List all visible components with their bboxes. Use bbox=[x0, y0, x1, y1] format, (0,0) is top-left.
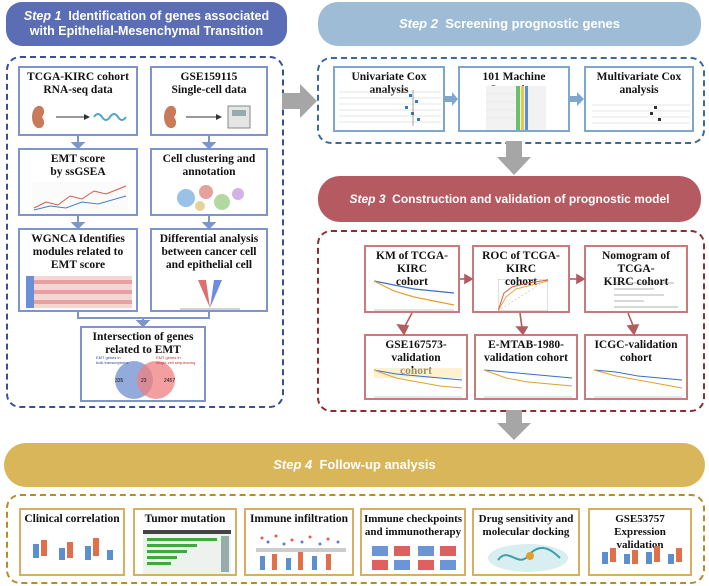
card-icgc: ICGC-validation cohort bbox=[584, 334, 688, 400]
card-gse159115: GSE159115 Single-cell data bbox=[150, 66, 268, 136]
card-cell-clustering-title: Cell clustering and annotation bbox=[162, 153, 256, 178]
venn-left-count: 335 bbox=[115, 378, 124, 384]
card-immune-checkpoints-title: Immune checkpoints and immunotherapy bbox=[363, 513, 463, 538]
venn-right-label: EMT genes in single-cell sequencing bbox=[156, 355, 196, 365]
nomogram-thumbnail bbox=[614, 282, 678, 308]
card-differential-analysis-title: Differential analysis between cancer cel… bbox=[159, 233, 259, 271]
step3-label: Step 3 bbox=[349, 192, 386, 206]
card-wgcna-title: WGNCA Identifies modules related to EMT … bbox=[31, 233, 125, 271]
card-univariate-cox-title: Univariate Cox analysis bbox=[351, 71, 427, 96]
card-drug-sensitivity-title: Drug sensitivity and molecular docking bbox=[478, 513, 574, 538]
checkpoint-thumbnail bbox=[372, 546, 456, 570]
card-drug-sensitivity: Drug sensitivity and molecular docking bbox=[472, 508, 580, 576]
kidney-to-sequencer-icon bbox=[164, 105, 251, 129]
gse167573-km-thumbnail bbox=[374, 368, 462, 398]
card-nomogram-tcga: Nomogram of TCGA- KIRC cohort bbox=[584, 245, 688, 313]
expression-boxplot-thumbnail bbox=[602, 546, 682, 564]
venn-overlap-count: 23 bbox=[141, 378, 147, 384]
kidney-to-rna-icon bbox=[32, 105, 127, 129]
arrow-step1-to-step2 bbox=[282, 84, 317, 118]
card-icgc-title: ICGC-validation cohort bbox=[594, 339, 678, 364]
step2-title: Screening prognostic genes bbox=[445, 16, 621, 31]
card-wgcna: WGNCA Identifies modules related to EMT … bbox=[18, 228, 138, 312]
step3-title: Construction and validation of prognosti… bbox=[392, 192, 670, 206]
card-multivariate-cox-title: Multivariate Cox analysis bbox=[596, 71, 682, 96]
roc-curve-thumbnail bbox=[498, 279, 548, 311]
card-differential-analysis: Differential analysis between cancer cel… bbox=[150, 228, 268, 312]
card-nomogram-tcga-title: Nomogram of TCGA- KIRC cohort bbox=[601, 250, 671, 288]
forest-plot-thumbnail bbox=[339, 90, 441, 126]
emtab1980-km-thumbnail bbox=[484, 369, 572, 398]
card-roc-tcga: ROC of TCGA-KIRC cohort bbox=[472, 245, 570, 313]
ssgsea-plot-thumbnail bbox=[32, 182, 128, 214]
molecular-docking-thumbnail bbox=[488, 544, 568, 572]
icgc-km-thumbnail bbox=[594, 369, 682, 398]
card-cell-clustering: Cell clustering and annotation bbox=[150, 148, 268, 216]
card-tcga-rnaseq: TCGA-KIRC cohort RNA-seq data bbox=[18, 66, 138, 136]
card-immune-checkpoints: Immune checkpoints and immunotherapy bbox=[360, 508, 466, 576]
oncoplot-thumbnail bbox=[143, 530, 231, 574]
card-emt-score-title: EMT score by ssGSEA bbox=[50, 153, 106, 178]
card-gse53757-title: GSE53757 Expression validation bbox=[614, 513, 666, 551]
card-immune-infiltration-title: Immune infiltration bbox=[249, 513, 349, 525]
step2-label: Step 2 bbox=[398, 16, 438, 31]
step3-banner: Step 3 Construction and validation of pr… bbox=[318, 176, 701, 222]
step4-title: Follow-up analysis bbox=[319, 457, 436, 472]
card-emt-score: EMT score by ssGSEA bbox=[18, 148, 138, 216]
card-km-tcga: KM of TCGA-KIRC cohort bbox=[364, 245, 460, 313]
venn-diagram bbox=[115, 361, 175, 399]
step4-label: Step 4 bbox=[273, 457, 313, 472]
card-multivariate-cox: Multivariate Cox analysis bbox=[584, 66, 694, 132]
step1-frame bbox=[6, 56, 284, 408]
ml-heatmap-thumbnail bbox=[486, 86, 546, 130]
card-emtab1980-title: E-MTAB-1980- validation cohort bbox=[483, 339, 568, 364]
immune-infiltration-thumbnail bbox=[256, 534, 346, 570]
card-emtab1980: E-MTAB-1980- validation cohort bbox=[474, 334, 578, 400]
card-gse167573: GSE167573-validation cohort bbox=[364, 334, 468, 400]
venn-left-label: EMT genes in bulk transcriptome bbox=[96, 355, 129, 365]
step1-title-line2: with Epithelial-Mesenchymal Transition bbox=[29, 24, 264, 38]
card-101-machine-learning: 101 Machine Learning bbox=[458, 66, 570, 132]
step4-banner: Step 4 Follow-up analysis bbox=[4, 443, 705, 487]
card-gse53757: GSE53757 Expression validation bbox=[588, 508, 692, 576]
step2-banner: Step 2 Screening prognostic genes bbox=[318, 2, 701, 46]
step4-frame bbox=[6, 494, 705, 584]
km-curve-thumbnail bbox=[374, 280, 454, 311]
umap-thumbnail bbox=[177, 185, 244, 211]
card-intersection: Intersection of genes related to EMT EMT… bbox=[80, 326, 206, 402]
wgcna-heatmap-thumbnail bbox=[26, 276, 132, 308]
arrow-step2-to-step3 bbox=[497, 141, 531, 175]
venn-right-count: 2457 bbox=[164, 378, 176, 384]
card-tumor-mutation: Tumor mutation bbox=[133, 508, 237, 576]
step1-title-line1: Identification of genes associated bbox=[68, 9, 270, 23]
boxplot-thumbnail bbox=[33, 538, 113, 560]
card-roc-tcga-title: ROC of TCGA-KIRC cohort bbox=[482, 250, 560, 288]
card-immune-infiltration: Immune infiltration bbox=[244, 508, 354, 576]
step1-label: Step 1 bbox=[23, 9, 62, 23]
card-intersection-title: Intersection of genes related to EMT bbox=[92, 331, 194, 356]
card-km-tcga-title: KM of TCGA-KIRC cohort bbox=[376, 250, 448, 288]
card-clinical-correlation: Clinical correlation bbox=[19, 508, 125, 576]
card-univariate-cox: Univariate Cox analysis bbox=[333, 66, 445, 132]
card-tumor-mutation-title: Tumor mutation bbox=[144, 513, 226, 525]
multivariate-table-thumbnail bbox=[592, 104, 690, 124]
card-clinical-correlation-title: Clinical correlation bbox=[24, 513, 120, 525]
step1-banner: Step 1 Identification of genes associate… bbox=[6, 2, 287, 46]
card-tcga-rnaseq-title: TCGA-KIRC cohort RNA-seq data bbox=[27, 71, 129, 96]
arrow-step3-to-step4 bbox=[497, 410, 531, 440]
volcano-plot-thumbnail bbox=[180, 280, 240, 310]
card-gse159115-title: GSE159115 Single-cell data bbox=[171, 71, 247, 96]
